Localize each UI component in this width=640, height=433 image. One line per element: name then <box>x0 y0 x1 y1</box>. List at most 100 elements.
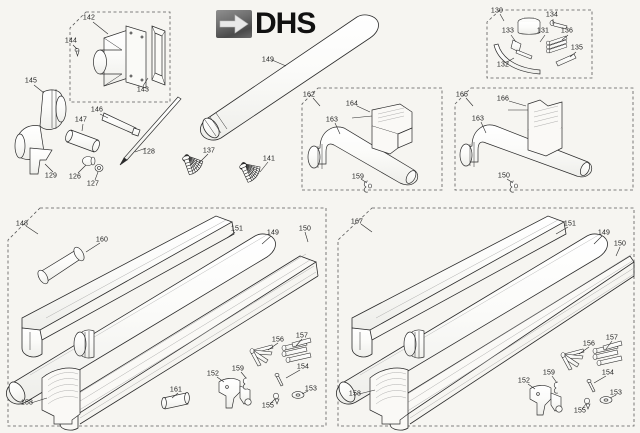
callout-153-washer: 153 <box>609 389 623 397</box>
callout-156-cotter-pins: 156 <box>271 336 285 344</box>
part-163-elbow-pipe-left <box>307 126 419 186</box>
callout-126-grommet: 126 <box>68 173 82 181</box>
callout-163-elbow-pipe: 163 <box>325 116 339 124</box>
callout-132-curved-strip: 132 <box>496 61 510 69</box>
part-154-pin-right <box>586 379 596 393</box>
part-131-rod <box>517 17 541 35</box>
callout-134-bolt: 134 <box>545 11 559 19</box>
part-147-sleeve <box>65 129 100 153</box>
callout-152-mounting-bracket: 152 <box>206 370 220 378</box>
callout-158-end-shield: 158 <box>348 390 362 398</box>
callout-159-clip: 159 <box>351 173 365 181</box>
part-151-upper-channel-left <box>21 215 235 358</box>
part-160-sleeve <box>37 246 85 285</box>
part-127-washer <box>94 164 104 172</box>
part-159-clip-bottom-left <box>242 377 248 390</box>
callout-151-upper-channel: 151 <box>230 225 244 233</box>
part-129-angle-plate <box>29 147 53 175</box>
part-152-bracket-left <box>218 378 252 409</box>
part-154-pin-left <box>274 373 284 387</box>
callout-152-mounting-bracket: 152 <box>517 377 531 385</box>
callout-135-pin: 135 <box>570 44 584 52</box>
part-133-clamp <box>510 39 533 60</box>
part-164-shroud <box>351 103 413 155</box>
callout-158-end-shield: 158 <box>20 399 34 407</box>
part-159-clip-bottom-right <box>553 381 559 394</box>
callout-151-upper-channel: 151 <box>563 220 577 228</box>
callout-149-main-pipe: 149 <box>266 229 280 237</box>
part-158-end-shield-right <box>369 367 409 425</box>
callout-129-angle-plate: 129 <box>44 172 58 180</box>
part-coupler-left <box>73 329 95 359</box>
callout-148-left-assembly: 148 <box>15 220 29 228</box>
callout-150-lower-channel: 150 <box>613 240 627 248</box>
part-137-screw-set-a <box>181 153 204 176</box>
callout-136-screw-pack: 136 <box>560 27 574 35</box>
callout-166-cover: 166 <box>496 95 510 103</box>
callout-153-washer: 153 <box>304 385 318 393</box>
callout-157-bolt-bundle: 157 <box>605 334 619 342</box>
part-156-cotter-pins-right <box>560 348 585 371</box>
callout-145-elbow-coupling: 145 <box>24 77 38 85</box>
callout-128-long-rod: 128 <box>142 148 156 156</box>
callout-154-pin: 154 <box>601 369 615 377</box>
callout-165-elbow-assembly-right: 165 <box>455 91 469 99</box>
part-156-cotter-pins-left <box>249 344 274 367</box>
callout-133-clamp: 133 <box>501 27 515 35</box>
callout-141-screw-set-b: 141 <box>262 155 276 163</box>
callout-130-hardware-kit: 130 <box>490 7 504 15</box>
callout-155-screw: 155 <box>573 407 587 415</box>
callout-164-shroud: 164 <box>345 100 359 108</box>
part-149-main-pipe-left <box>6 232 276 405</box>
part-145-elbow-coupling <box>14 89 67 160</box>
part-155-screw-right <box>584 397 591 410</box>
callout-155-screw: 155 <box>261 402 275 410</box>
part-166-cover <box>508 99 563 157</box>
callout-127-washer: 127 <box>86 180 100 188</box>
callout-159-clip: 159 <box>542 369 556 377</box>
part-149-main-pipe-right <box>336 232 608 405</box>
part-151-upper-channel-right <box>351 215 567 358</box>
part-coupler-right <box>403 329 425 359</box>
part-161-sleeve-left <box>161 392 190 410</box>
part-152-bracket-right <box>529 385 563 416</box>
callout-131-rod: 131 <box>536 27 550 35</box>
part-144-screw <box>74 48 80 58</box>
callout-167-right-assembly: 167 <box>350 218 364 226</box>
callout-150-lower-channel: 150 <box>298 225 312 233</box>
part-146-bracket-arm <box>101 112 141 137</box>
part-149-main-pipe <box>200 14 379 141</box>
part-141-screw-set-b <box>238 161 261 184</box>
part-143-wall-frame <box>151 25 166 86</box>
callout-149-main-pipe: 149 <box>261 56 275 64</box>
part-135-pin <box>555 53 577 67</box>
callout-156-cotter-pins: 156 <box>582 340 596 348</box>
part-126-grommet <box>82 156 96 166</box>
callout-163-elbow-pipe: 163 <box>471 115 485 123</box>
part-158-end-shield-left <box>41 367 81 425</box>
dhs-logo: DHS <box>216 8 316 40</box>
part-128-long-rod <box>119 96 182 166</box>
callout-157-bolt-bundle: 157 <box>295 332 309 340</box>
callout-144-screw: 144 <box>64 37 78 45</box>
part-157-bolt-bundle-left <box>281 337 312 363</box>
callout-142-wall-duct-assembly: 142 <box>82 14 96 22</box>
callout-143-wall-frame: 143 <box>136 86 150 94</box>
callout-146-bracket-arm: 146 <box>90 106 104 114</box>
callout-147-sleeve: 147 <box>74 116 88 124</box>
callout-160-sleeve: 160 <box>95 236 109 244</box>
callout-161-sleeve: 161 <box>169 386 183 394</box>
part-153-washer-left <box>291 391 305 399</box>
callout-150-clip: 150 <box>497 172 511 180</box>
callout-162-elbow-assembly-left: 162 <box>302 91 316 99</box>
part-153-washer-right <box>599 396 613 404</box>
panel-outline-167 <box>337 207 635 427</box>
part-159-clip-left <box>363 180 372 193</box>
part-163-elbow-pipe-right <box>459 124 593 178</box>
right-arrow-icon <box>216 10 252 38</box>
part-142-wall-duct-assembly <box>93 25 147 89</box>
part-155-screw-left <box>273 392 280 405</box>
part-150-clip-right <box>509 180 518 193</box>
